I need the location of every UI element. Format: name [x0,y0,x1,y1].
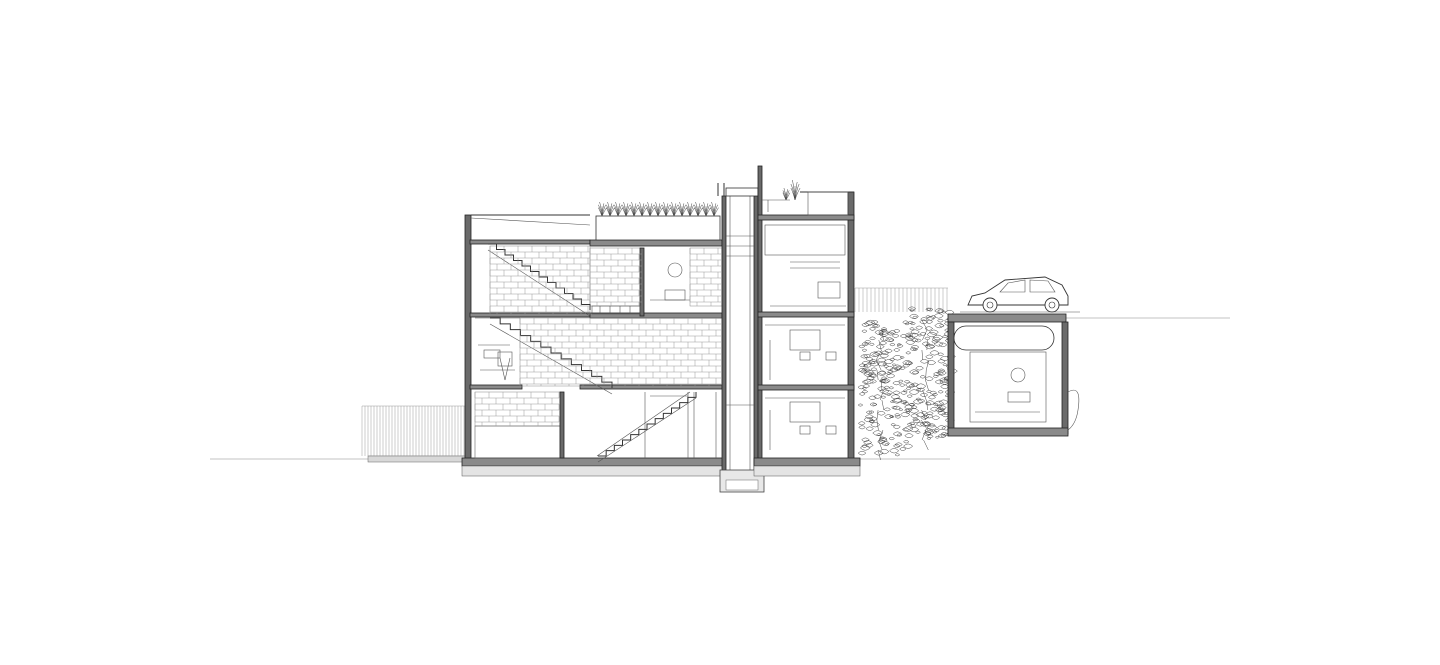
left-fence [361,405,465,456]
right-tower [753,165,861,477]
stair-core [717,183,765,493]
garage [947,313,1080,437]
stair-flight [489,317,613,395]
stair-flight [597,392,697,463]
brick-field [589,248,642,306]
vertical-garden [857,306,958,461]
brick-field [474,392,560,426]
brick-field [689,248,722,306]
ground-line [210,317,1230,463]
right-fence [854,287,948,312]
car [960,276,1080,313]
main-staircase [475,243,697,463]
brick-field [489,246,590,314]
main-house [461,214,725,477]
brick-field [519,318,722,386]
roof-garden [598,179,801,217]
